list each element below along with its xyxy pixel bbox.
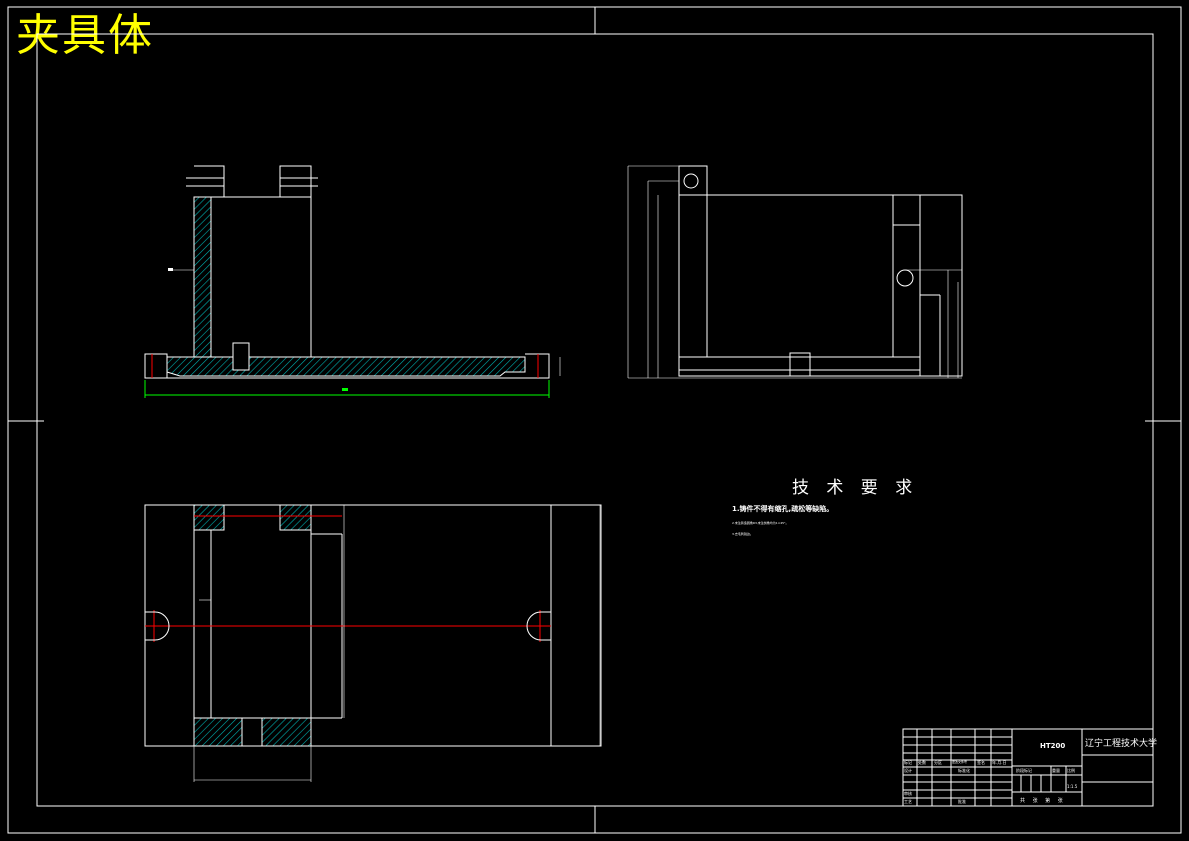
title-block-weight: 重量 (1052, 768, 1060, 773)
title-block-standard: 标准化 (958, 768, 970, 773)
title-block-stage: 阶段标记 (1016, 768, 1032, 773)
title-block-sheet-info: 共 张 第 张 (1020, 798, 1066, 804)
title-block-school: 辽宁工程技术大学 (1085, 739, 1158, 749)
title-block-audit: 审核 (904, 791, 912, 796)
title-block-row-label-2: 处数 (918, 760, 926, 765)
top-view (144, 504, 602, 782)
side-view (627, 165, 963, 379)
sheet-frame (7, 6, 1182, 834)
tech-requirement-2: 2.未注铸造圆角R3,未注倒角均为1×45°。 (732, 521, 789, 525)
tech-requirement-1: 1.铸件不得有缩孔,疏松等缺陷。 (732, 505, 834, 513)
drawing-title: 夹具体 (16, 10, 154, 61)
title-block-scale-label: 比例 (1067, 768, 1075, 773)
tech-requirement-3: 3.去毛刺锐边。 (732, 532, 753, 536)
title-block-row-label-1: 标记 (904, 760, 912, 765)
title-block-row-label-4: 更改文件号 (952, 760, 968, 764)
title-block-craft: 工艺 (904, 799, 912, 804)
title-block-scale: 1:1.5 (1067, 784, 1078, 789)
title-block (902, 728, 1154, 807)
title-block-designer: 设计 (904, 768, 912, 773)
title-block-material: HT200 (1040, 742, 1066, 750)
tech-requirements-heading: 技 术 要 求 (792, 478, 919, 498)
title-block-approve: 批准 (958, 799, 966, 804)
title-block-row-label-6: 年.月.日 (992, 760, 1007, 765)
title-block-row-label-3: 分区 (934, 760, 942, 765)
title-block-row-label-5: 签名 (977, 760, 985, 765)
front-view (144, 165, 561, 398)
